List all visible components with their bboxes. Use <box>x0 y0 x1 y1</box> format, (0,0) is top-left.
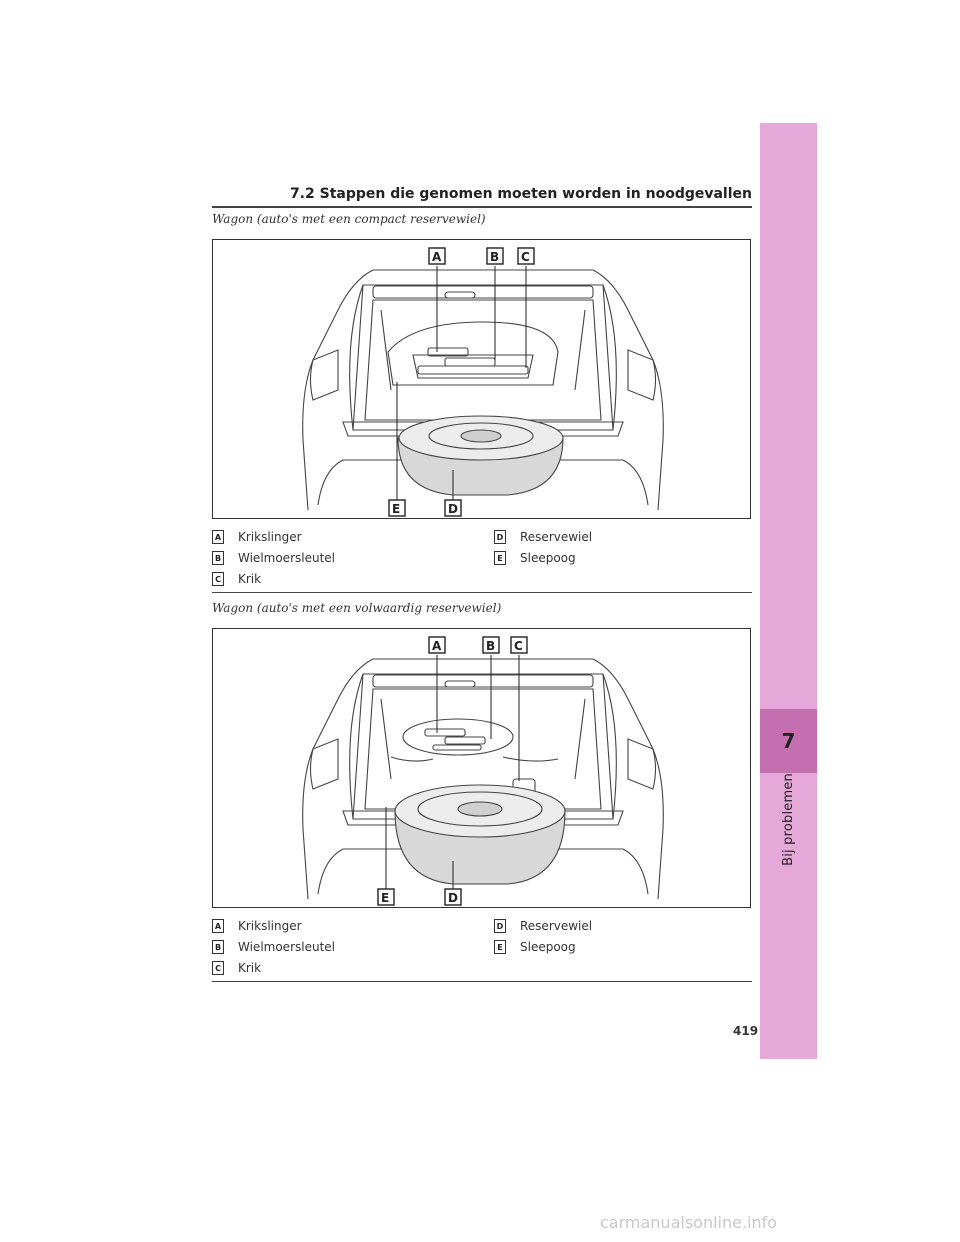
svg-text:C: C <box>514 639 523 653</box>
legend-key: C <box>212 572 224 586</box>
callout-c: C <box>517 247 535 265</box>
legend-label: Sleepoog <box>520 940 576 954</box>
svg-text:E: E <box>392 502 400 516</box>
svg-text:E: E <box>381 891 389 905</box>
callout-a: A <box>428 247 446 265</box>
figure-full-spare: A B C E D <box>212 628 751 908</box>
legend-label: Sleepoog <box>520 551 576 565</box>
section-header: 7.2 Stappen die genomen moeten worden in… <box>212 180 752 208</box>
callout-c: C <box>510 636 528 654</box>
svg-text:B: B <box>490 250 499 264</box>
legend-key: B <box>212 940 224 954</box>
legend-label: Krik <box>238 961 262 975</box>
legend-key: A <box>212 530 224 544</box>
legend-key: C <box>212 961 224 975</box>
svg-text:A: A <box>432 639 442 653</box>
legend-label: Wielmoersleutel <box>238 940 335 954</box>
legend-label: Krik <box>238 572 262 586</box>
svg-text:D: D <box>448 502 458 516</box>
callout-a: A <box>428 636 446 654</box>
legend-label: Krikslinger <box>238 530 302 544</box>
divider <box>212 981 752 982</box>
legend-full: A Krikslinger B Wielmoersleutel C Krik D… <box>212 917 752 977</box>
legend-item: A Krikslinger <box>212 917 302 935</box>
figure-caption-full: Wagon (auto's met een volwaardig reserve… <box>212 601 502 615</box>
car-trunk-illustration: A B C E D <box>302 636 664 906</box>
legend-item: B Wielmoersleutel <box>212 938 335 956</box>
legend-item: D Reservewiel <box>494 917 592 935</box>
legend-label: Wielmoersleutel <box>238 551 335 565</box>
figure-caption-compact: Wagon (auto's met een compact reservewie… <box>212 212 486 226</box>
legend-key: E <box>494 940 506 954</box>
legend-key: A <box>212 919 224 933</box>
callout-d: D <box>444 499 462 517</box>
callout-d: D <box>444 888 462 906</box>
chapter-title: Bij problemen <box>781 773 796 866</box>
figure-compact-spare: A B C E D <box>212 239 751 519</box>
watermark: carmanualsonline.info <box>600 1213 778 1232</box>
legend-key: B <box>212 551 224 565</box>
legend-item: B Wielmoersleutel <box>212 549 335 567</box>
legend-label: Reservewiel <box>520 919 593 933</box>
legend-item: C Krik <box>212 959 261 977</box>
callout-e: E <box>377 888 395 906</box>
callout-e: E <box>388 499 406 517</box>
legend-item: E Sleepoog <box>494 938 576 956</box>
legend-label: Reservewiel <box>520 530 593 544</box>
chapter-side-tab <box>760 123 817 1059</box>
svg-text:D: D <box>448 891 458 905</box>
legend-item: D Reservewiel <box>494 528 592 546</box>
svg-text:C: C <box>521 250 530 264</box>
legend-item: A Krikslinger <box>212 528 302 546</box>
callout-b: B <box>486 247 504 265</box>
legend-key: D <box>494 530 506 544</box>
chapter-title-tab: Bij problemen <box>760 773 817 903</box>
legend-key: E <box>494 551 506 565</box>
legend-key: D <box>494 919 506 933</box>
chapter-number-tab: 7 <box>760 709 817 773</box>
divider <box>212 592 752 593</box>
callout-b: B <box>482 636 500 654</box>
section-title: 7.2 Stappen die genomen moeten worden in… <box>289 186 752 202</box>
legend-item: C Krik <box>212 570 261 588</box>
page-number: 419 <box>733 1024 759 1038</box>
svg-text:B: B <box>486 639 495 653</box>
car-trunk-illustration: A B C E D <box>302 247 664 517</box>
legend-label: Krikslinger <box>238 919 302 933</box>
svg-text:A: A <box>432 250 442 264</box>
legend-item: E Sleepoog <box>494 549 576 567</box>
legend-compact: A Krikslinger B Wielmoersleutel C Krik D… <box>212 528 752 588</box>
